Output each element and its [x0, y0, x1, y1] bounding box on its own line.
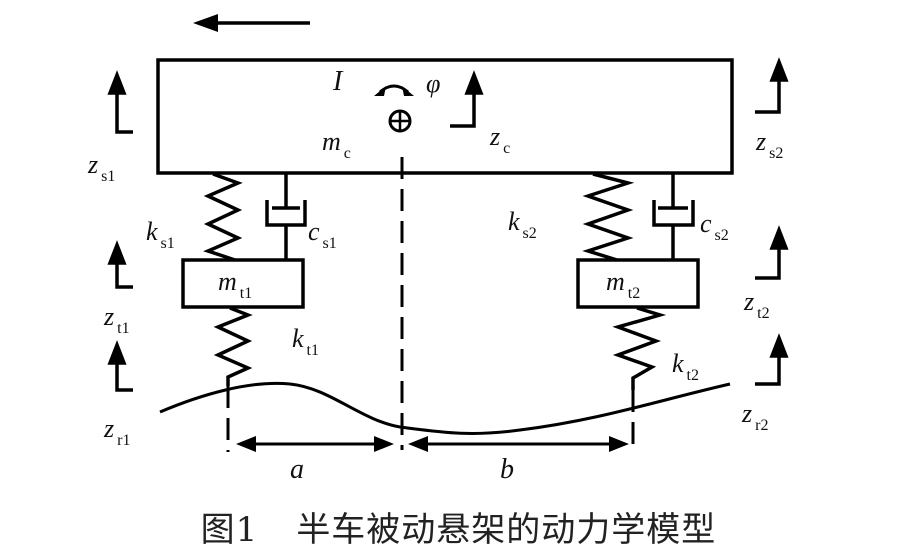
figure-number: 图1 — [200, 510, 259, 550]
zs2-arrow-icon — [755, 57, 789, 114]
front-tire-spring — [213, 306, 253, 386]
rear-damper — [652, 174, 695, 260]
front-distance-label: a — [290, 454, 304, 485]
travel-direction-arrow — [193, 14, 310, 32]
zr1-arrow-icon — [107, 340, 133, 392]
zs1-arrow-icon — [107, 70, 133, 134]
dimension-b-arrow — [408, 436, 629, 452]
rear-suspension-spring — [582, 172, 635, 262]
rear-tire-spring — [612, 306, 667, 390]
figure-caption: 图1 半车被动悬架的动力学模型 — [0, 502, 917, 551]
road-profile — [159, 381, 731, 435]
dimension-a-arrow — [236, 436, 394, 452]
zt2-arrow-icon — [755, 225, 789, 280]
rear-distance-label: b — [500, 454, 514, 485]
center-of-gravity-icon — [388, 109, 412, 133]
zr2-arrow-icon — [755, 333, 789, 386]
zt1-arrow-icon — [107, 240, 133, 289]
front-unsprung-mass — [181, 258, 305, 309]
figure-title: 半车被动悬架的动力学模型 — [296, 510, 717, 550]
front-damper — [265, 174, 307, 260]
inertia-label: I — [332, 66, 344, 97]
pitch-angle-label: φ — [426, 69, 440, 98]
car-body — [156, 58, 734, 175]
pitch-rotation-icon — [374, 84, 414, 96]
zc-arrow-icon — [450, 70, 484, 128]
front-suspension-spring — [203, 172, 243, 262]
